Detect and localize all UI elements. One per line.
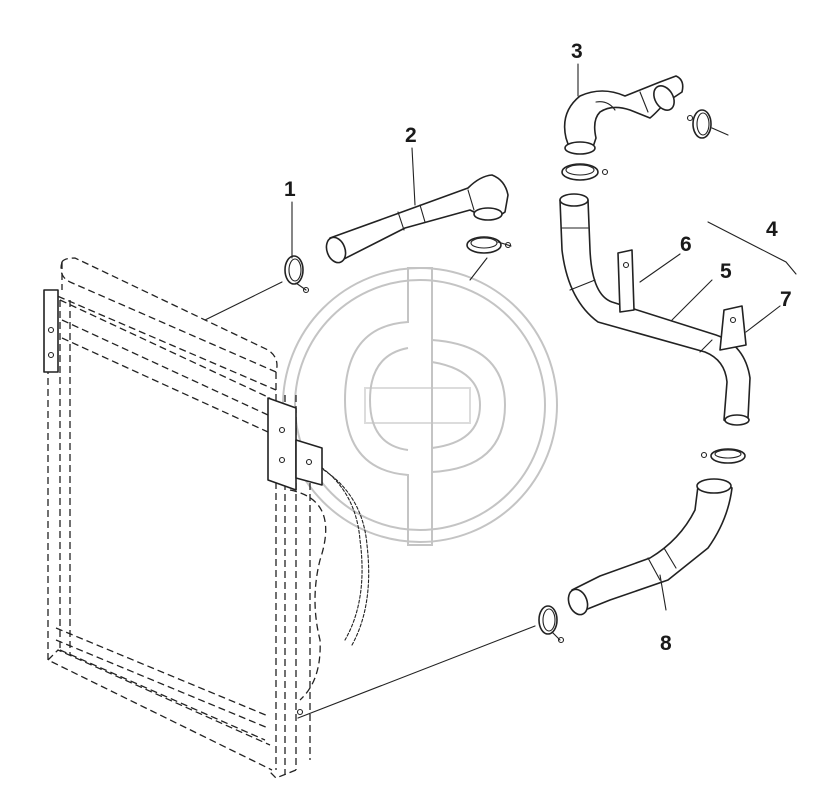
hose-part-8 <box>567 478 733 616</box>
callout-label-4: 4 <box>766 218 778 241</box>
hose-clamp-part-3-lower <box>561 163 609 181</box>
hose-part-2 <box>325 174 509 264</box>
leader-line-mid <box>469 257 488 281</box>
hose-clamp-part-8 <box>538 605 565 644</box>
leader-line-upper <box>204 281 283 321</box>
callout-leader-6 <box>639 253 681 283</box>
hose-clamp-part-3-right <box>686 109 729 139</box>
callout-leader-5 <box>671 279 713 321</box>
bracket-part-6 <box>617 249 635 313</box>
callout-label-6: 6 <box>680 233 692 256</box>
callout-label-5: 5 <box>720 260 732 283</box>
intercooler-radiator <box>43 257 370 779</box>
bracket-part-7 <box>719 305 747 351</box>
watermark-logo <box>282 267 558 546</box>
callout-leader-8 <box>659 574 667 611</box>
hose-clamp-part-5 <box>700 448 746 464</box>
charge-air-pipe-part-5 <box>559 193 751 426</box>
leader-line-lower <box>297 625 536 719</box>
callout-label-8: 8 <box>660 632 672 655</box>
callout-leader-2 <box>411 147 416 206</box>
callout-label-3: 3 <box>571 40 583 63</box>
callout-label-2: 2 <box>405 124 417 147</box>
callout-label-7: 7 <box>780 288 792 311</box>
elbow-hose-part-3 <box>563 75 684 155</box>
hose-clamp-part-1 <box>284 255 310 294</box>
callout-label-1: 1 <box>284 178 296 201</box>
callout-leader-4-bracket <box>707 221 797 275</box>
hose-clamp-part-2 <box>466 236 512 254</box>
callout-leader-7 <box>745 305 781 333</box>
